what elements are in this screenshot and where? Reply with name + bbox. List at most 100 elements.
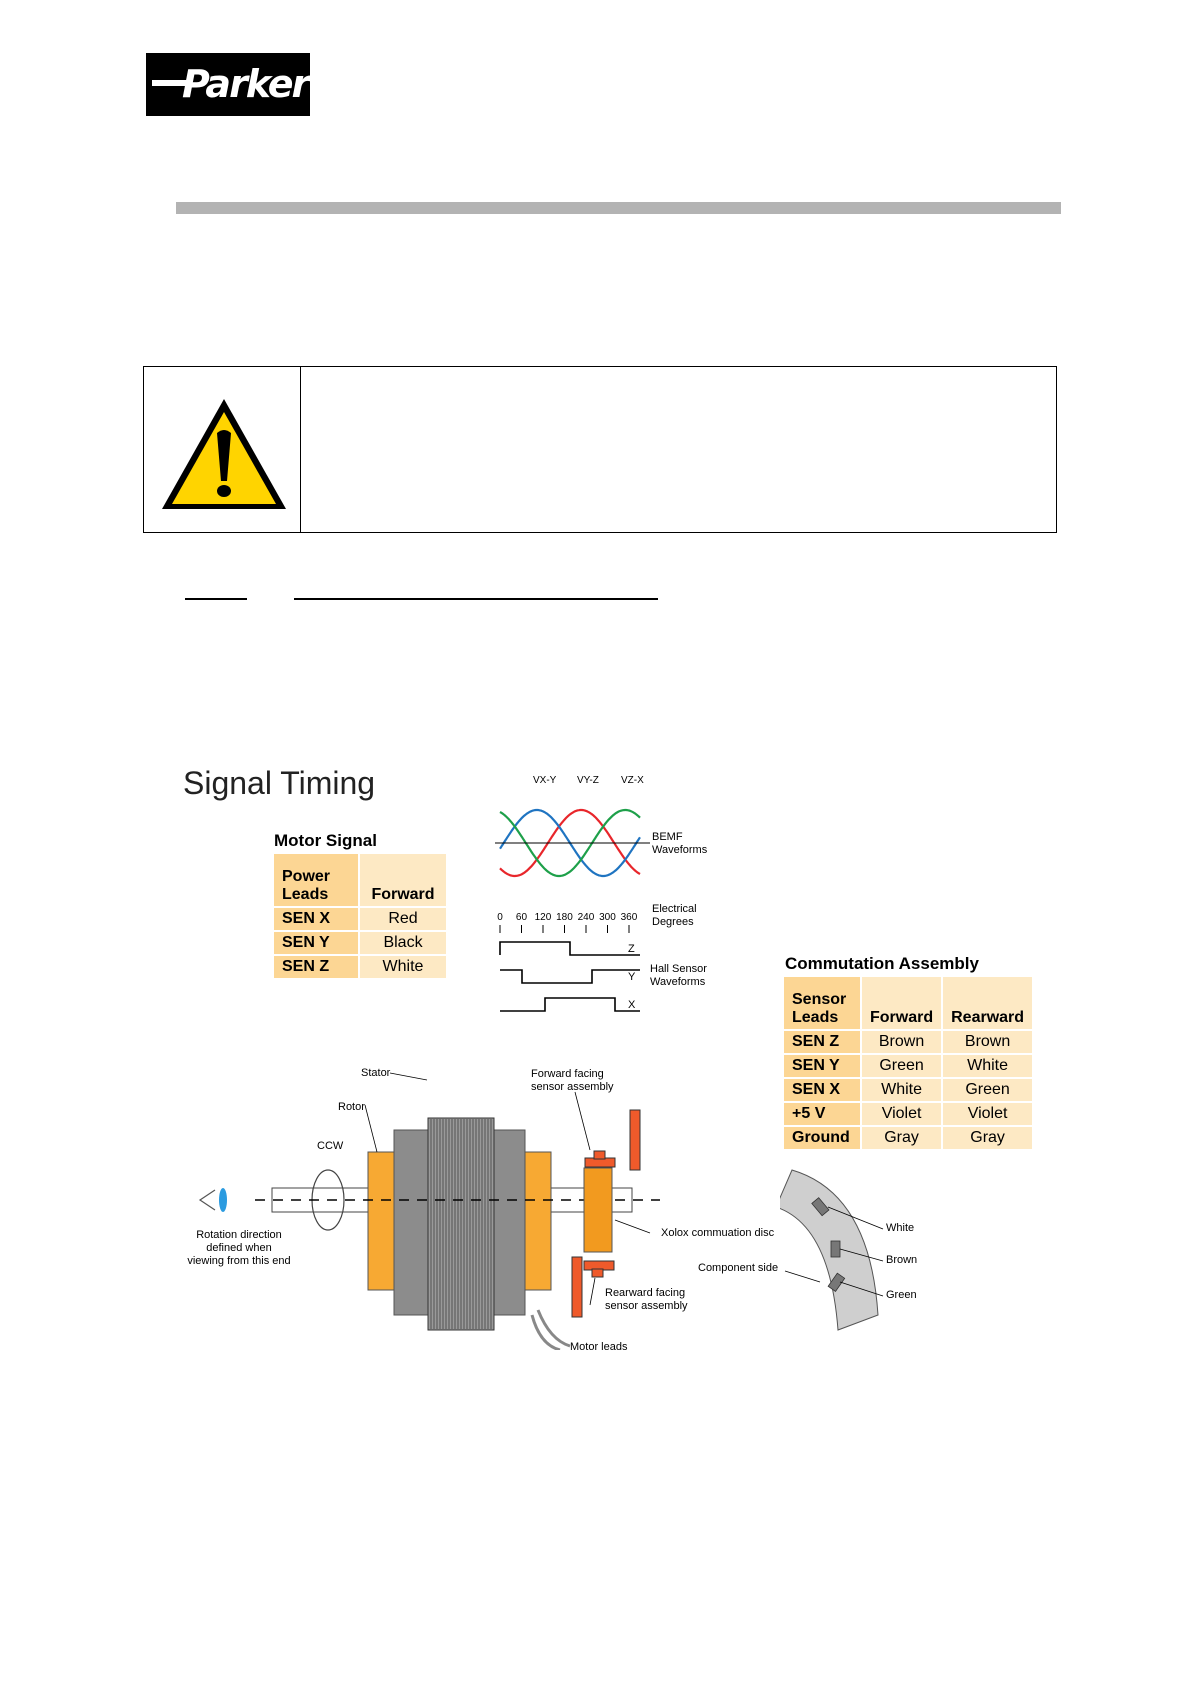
component-side-label: Component side [698,1262,779,1274]
hall-wave-z [499,941,640,956]
table-header-row: Sensor Leads Forward Rearward [784,977,1033,1029]
motor-signal-table: Power Leads Forward SEN X Red SEN Y Blac… [272,852,448,980]
rearward-sensor-label: Rearward facing sensor assembly [605,1287,688,1312]
lead-name: SEN Y [784,1055,860,1077]
table-row: SEN Z Brown Brown [784,1031,1033,1053]
forward-color: Gray [862,1127,942,1149]
forward-sensor-board [629,1109,641,1171]
lead-name: +5 V [784,1103,860,1125]
rotation-direction-note: Rotation direction defined when viewing … [187,1229,291,1267]
degree-label: 180 [556,912,573,923]
forward-color: Violet [862,1103,942,1125]
bemf-wave-green [499,808,641,878]
sensor-arc-diagram [780,1169,884,1331]
motor-leads-label: Motor leads [570,1341,628,1353]
rearward-sensor-board [571,1256,583,1318]
table-row: SEN Z White [274,956,446,978]
table-row: +5 V Violet Violet [784,1103,1033,1125]
table-row: SEN Y Green White [784,1055,1033,1077]
forward-color: Brown [862,1031,942,1053]
rotor-front [367,1151,395,1291]
rotor-label: Rotor [338,1101,365,1113]
warning-triangle-icon [162,399,286,509]
section-divider [176,202,1061,214]
hall-label-z: Z [628,943,635,955]
parker-logo: Parker [146,53,310,116]
eye-icon [198,1189,216,1211]
commutation-disc [583,1167,613,1253]
label-vyz: VY-Z [577,775,599,786]
sensor-white [811,1197,830,1217]
lead-color: Black [360,932,446,954]
degree-label: 360 [621,912,638,923]
lead-name: Ground [784,1127,860,1149]
header-forward: Forward [862,977,942,1029]
label-vxy: VX-Y [533,775,557,786]
bemf-label: BEMF Waveforms [652,831,708,856]
header-forward: Forward [360,854,446,906]
rearward-color: Violet [943,1103,1033,1125]
sensor-brown [830,1240,841,1258]
header-rearward: Rearward [943,977,1033,1029]
degree-label: 240 [578,912,595,923]
motor-diagram [198,1072,660,1350]
forward-color: White [862,1079,942,1101]
table-row: SEN X Red [274,908,446,930]
table-header-row: Power Leads Forward [274,854,446,906]
lead-name: SEN Z [784,1031,860,1053]
lead-name: SEN X [784,1079,860,1101]
hall-sensor-label: Hall Sensor Waveforms [650,963,707,988]
sensor-green-label: Green [886,1289,917,1301]
hall-wave-x [500,997,640,1012]
commutation-assembly-title: Commutation Assembly [785,954,979,973]
warning-box [143,366,1057,533]
lead-color: Red [360,908,446,930]
lead-name: SEN Z [274,956,358,978]
degree-ticks: 0 60 120 180 240 300 360 [497,912,638,933]
table-row: SEN X White Green [784,1079,1033,1101]
commutation-disc-label: Xolox commuation disc [661,1227,775,1239]
table-row: SEN Y Black [274,932,446,954]
motor-leads [530,1309,571,1350]
logo-text: Parker [182,62,310,106]
sensor-arc-board [780,1169,879,1331]
rearward-color: Green [943,1079,1033,1101]
degree-label: 120 [535,912,552,923]
figure-title: Signal Timing [183,765,376,801]
label-vzx: VZ-X [621,775,644,786]
header-sensor-leads: Sensor Leads [784,977,860,1029]
sensor-white-label: White [886,1222,915,1234]
heading-number-underline [185,598,247,600]
forward-sensor-chip [593,1150,606,1160]
waveform-diagram: VX-Y VY-Z VZ-X 0 60 120 180 240 300 360 Z Y X [495,775,650,1012]
lead-name: SEN X [274,908,358,930]
bemf-wave-red [499,808,641,878]
table-row: Ground Gray Gray [784,1127,1033,1149]
rearward-color: Brown [943,1031,1033,1053]
hall-wave-y [500,969,640,984]
rearward-sensor-chip [591,1268,604,1278]
header-power-leads: Power Leads [274,854,358,906]
lead-color: White [360,956,446,978]
sensor-brown-label: Brown [886,1254,918,1266]
commutation-assembly-table: Sensor Leads Forward Rearward SEN Z Brow… [782,975,1034,1151]
degree-label: 0 [497,912,503,923]
motor-signal-title: Motor Signal [274,831,377,850]
eye-lens-icon [219,1188,227,1212]
heading-title-underline [294,598,658,600]
hall-label-x: X [628,999,636,1011]
stator-label: Stator [361,1067,391,1079]
sensor-green [827,1272,846,1292]
electrical-degrees-label: Electrical Degrees [652,903,697,928]
degree-label: 60 [516,912,528,923]
forward-sensor-label: Forward facing sensor assembly [531,1068,614,1093]
warning-box-divider [300,367,301,532]
ccw-label: CCW [317,1140,344,1152]
rearward-color: Gray [943,1127,1033,1149]
hall-label-y: Y [628,971,636,983]
rearward-color: White [943,1055,1033,1077]
forward-color: Green [862,1055,942,1077]
degree-label: 300 [599,912,616,923]
rotor-rear [524,1151,552,1291]
lead-name: SEN Y [274,932,358,954]
